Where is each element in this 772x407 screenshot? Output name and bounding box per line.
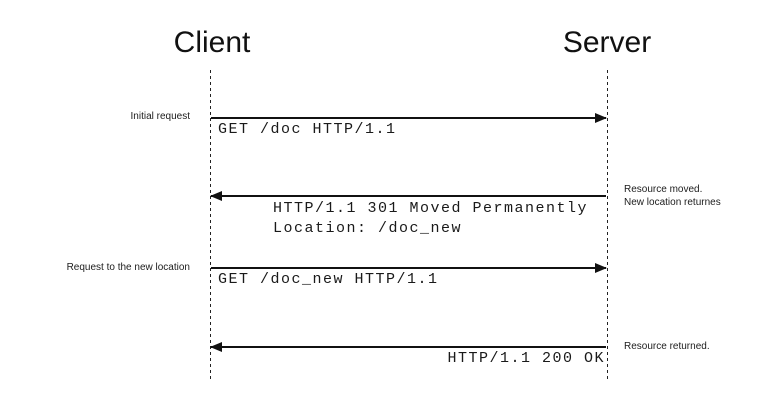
- arrowhead-left-icon: [210, 191, 222, 201]
- annotation-initial-request: Initial request: [130, 111, 190, 122]
- message-arrow-new-location-request: [211, 263, 607, 273]
- message-arrow-initial-request: [211, 113, 607, 123]
- arrowhead-right-icon: [595, 263, 607, 273]
- message-arrow-200-response: [210, 342, 606, 352]
- message-arrow-301-response: [210, 191, 606, 201]
- lifeline-server: [607, 70, 608, 379]
- annotation-resource-moved-line1: Resource moved.: [624, 184, 703, 195]
- arrowhead-left-icon: [210, 342, 222, 352]
- message-text-location-header: Location: /doc_new: [273, 220, 463, 237]
- arrowhead-right-icon: [595, 113, 607, 123]
- annotation-resource-moved: Resource moved. New location returnes: [624, 183, 772, 209]
- participant-label-server: Server: [562, 26, 652, 59]
- message-text-200-ok: HTTP/1.1 200 OK: [447, 350, 605, 367]
- lifeline-client: [210, 70, 211, 379]
- message-text-get-doc-new: GET /doc_new HTTP/1.1: [218, 271, 439, 288]
- annotation-resource-moved-line2: New location returnes: [624, 197, 721, 208]
- message-text-301-status: HTTP/1.1 301 Moved Permanently: [273, 200, 589, 217]
- message-text-get-doc: GET /doc HTTP/1.1: [218, 121, 397, 138]
- annotation-resource-returned: Resource returned.: [624, 341, 710, 352]
- participant-label-client: Client: [173, 26, 251, 59]
- annotation-request-new-location: Request to the new location: [66, 262, 190, 273]
